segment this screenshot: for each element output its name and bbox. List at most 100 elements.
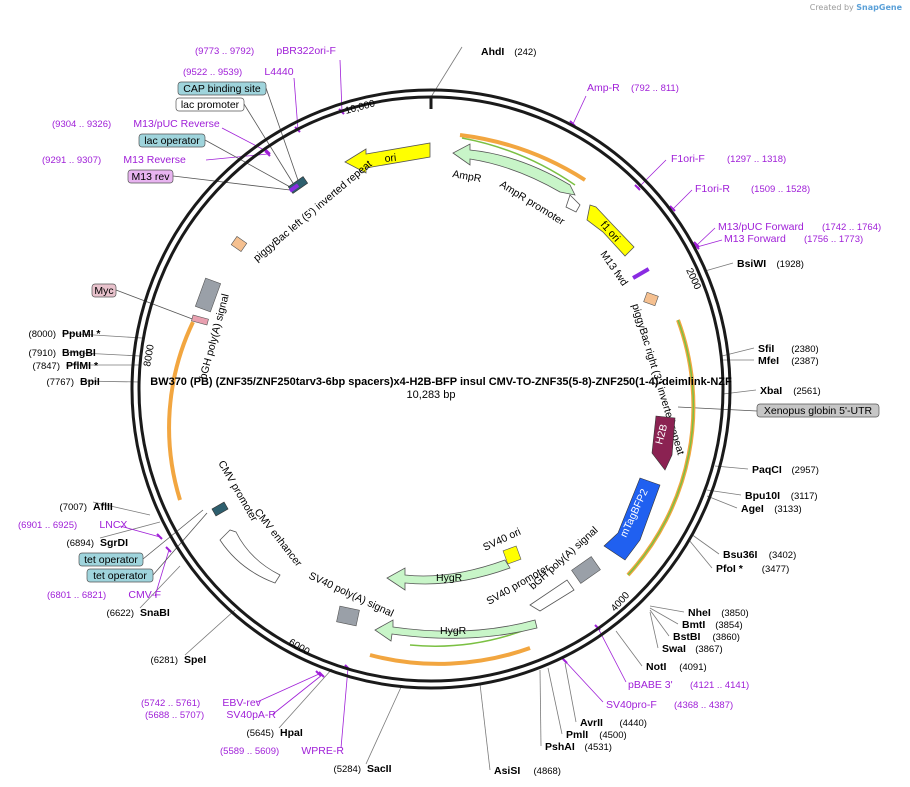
feature-label-tet-operator[interactable]: tet operator — [86, 568, 154, 583]
enzyme-name: PshAI — [545, 741, 575, 753]
enzyme-position: (4500) — [599, 730, 626, 741]
primer-m13-puc-reverse[interactable]: (9304 .. 9326)M13/pUC Reverse — [52, 118, 220, 130]
plasmid-title: BW370 (PB) (ZNF35/ZNF250tarv3-6bp spacer… — [150, 376, 732, 388]
enzyme-site-sfii[interactable]: SfiI(2380) — [758, 343, 819, 355]
enzyme-site-hpai[interactable]: (5645)HpaI — [247, 727, 303, 739]
primer-leader-line — [340, 667, 349, 749]
orf-arc-top — [459, 133, 587, 182]
enzyme-site-spei[interactable]: (6281)SpeI — [151, 654, 207, 666]
feature-label-cap-binding-site[interactable]: CAP binding site — [177, 81, 267, 96]
primer-f1ori-r[interactable]: F1ori-R(1509 .. 1528) — [695, 183, 810, 195]
primer-sv40pa-r[interactable]: (5688 .. 5707)SV40pA-R — [145, 709, 276, 721]
enzyme-leader-line — [706, 495, 738, 509]
enzyme-name: Bsu36I — [723, 549, 758, 561]
feature-label-m13-rev[interactable]: M13 rev — [127, 169, 174, 184]
feature-label-box — [138, 133, 206, 148]
enzyme-name: BmgBI — [62, 347, 96, 359]
enzyme-site-bsu36i[interactable]: Bsu36I(3402) — [723, 549, 796, 561]
feature-leader-line — [115, 289, 196, 321]
feature-label-tet-operator[interactable]: tet operator — [78, 552, 144, 567]
cmv-promoter-box — [211, 501, 229, 517]
enzyme-site-pflmi[interactable]: (7847)PflMI * — [33, 360, 99, 372]
primer-amp-r[interactable]: Amp-R(792 .. 811) — [587, 82, 679, 94]
enzyme-site-sacii[interactable]: (5284)SacII — [334, 763, 392, 775]
primer-site-mark — [318, 671, 325, 678]
enzyme-site-bstbi[interactable]: BstBI (3860) — [673, 631, 740, 643]
ori-label: ori — [384, 152, 397, 165]
enzyme-site-bmgbi[interactable]: (7910)BmgBI — [29, 347, 96, 359]
primer-l4440[interactable]: (9522 .. 9539)L4440 — [183, 66, 294, 78]
enzyme-position: (3860) — [713, 632, 740, 643]
primer-m13-reverse[interactable]: (9291 .. 9307)M13 Reverse — [42, 154, 186, 166]
enzyme-site-agei[interactable]: AgeI(3133) — [741, 503, 802, 515]
feature-label-xenopus-globin-5-utr[interactable]: Xenopus globin 5'-UTR — [756, 403, 880, 418]
ampr-feature-arrow — [452, 143, 576, 196]
enzyme-name: PaqCI — [752, 464, 782, 476]
enzyme-name: PflMI * — [66, 360, 99, 372]
enzyme-site-mfei[interactable]: MfeI(2387) — [758, 355, 819, 367]
enzyme-site-bpu10i[interactable]: Bpu10I(3117) — [745, 490, 818, 502]
primer-name: EBV-rev — [222, 697, 261, 709]
feature-label-myc[interactable]: Myc — [91, 283, 117, 298]
hygr-feature-arrow-2 — [374, 619, 538, 642]
primer-leader-line — [637, 159, 667, 189]
enzyme-name: SgrDI — [100, 537, 128, 549]
primer-cmv-f[interactable]: (6801 .. 6821)CMV-F — [47, 589, 161, 601]
enzyme-name: BstBI — [673, 631, 701, 643]
feature-label-lac-promoter[interactable]: lac promoter — [175, 97, 245, 112]
primer-name: SV40pro-F — [606, 699, 657, 711]
primer-leader-line — [672, 189, 693, 210]
enzyme-site-avrii[interactable]: AvrII(4440) — [580, 717, 647, 729]
primer-sv40pro-f[interactable]: SV40pro-F(4368 .. 4387) — [606, 699, 733, 711]
enzyme-leader-line — [479, 683, 491, 771]
enzyme-site-paqci[interactable]: PaqCI(2957) — [752, 464, 819, 476]
enzyme-name: SfiI — [758, 343, 774, 355]
boxed-labels: CAP binding site lac promoter lac operator… — [78, 81, 880, 583]
primer-wpre-r[interactable]: (5589 .. 5609)WPRE-R — [220, 745, 344, 757]
enzyme-site-sgrdi[interactable]: (6894) SgrDI — [67, 537, 129, 549]
primer-pbr322ori-f[interactable]: (9773 .. 9792)pBR322ori-F — [195, 45, 336, 57]
primer-range: (9304 .. 9326) — [52, 119, 111, 130]
enzyme-site-asisi[interactable]: AsiSI(4868) — [494, 765, 561, 777]
enzyme-site-pmli[interactable]: PmlI(4500) — [566, 729, 627, 741]
enzyme-site-bsiwi[interactable]: BsiWI(1928) — [737, 258, 804, 270]
enzyme-name: SpeI — [184, 654, 206, 666]
enzyme-leader-line — [649, 605, 685, 613]
enzyme-labels: AhdI(242) BsiWI(1928) SfiI(2380)MfeI(2387)… — [29, 46, 821, 777]
feature-label-lac-operator[interactable]: lac operator — [138, 133, 206, 148]
primer-m13-forward[interactable]: M13 Forward(1756 .. 1773) — [724, 233, 863, 245]
primer-ebv-rev[interactable]: (5742 .. 5761)EBV-rev — [141, 697, 262, 709]
primer-lncx[interactable]: (6901 .. 6925)LNCX — [18, 519, 127, 531]
enzyme-site-ahdi[interactable]: AhdI(242) — [481, 46, 536, 58]
primer-leader-line — [696, 239, 723, 248]
orf-arc-bottom — [369, 646, 531, 666]
enzyme-position: (4868) — [534, 766, 561, 777]
h2b-label: H2B — [653, 423, 670, 446]
bgh-polya-box-left — [194, 277, 222, 313]
enzyme-site-aflii[interactable]: (7007)AflII — [60, 501, 113, 513]
credit-brand: SnapGene — [856, 3, 902, 12]
enzyme-site-nhei[interactable]: NheI(3850) — [688, 607, 749, 619]
enzyme-name: AgeI — [741, 503, 764, 515]
enzyme-site-swai[interactable]: SwaI(3867) — [662, 643, 723, 655]
enzyme-site-bmti[interactable]: BmtI(3854) — [682, 619, 743, 631]
primer-name: F1ori-F — [671, 153, 705, 165]
enzyme-leader-line — [184, 609, 236, 656]
enzyme-site-snabi[interactable]: (6622)SnaBI — [107, 607, 170, 619]
enzyme-site-noti[interactable]: NotI(4091) — [646, 661, 707, 673]
enzyme-site-pshai[interactable]: PshAI(4531) — [545, 741, 612, 753]
primer-f1ori-f[interactable]: F1ori-F(1297 .. 1318) — [671, 153, 786, 165]
primer-leader-line — [597, 627, 627, 683]
primer-pbabe-3[interactable]: pBABE 3'(4121 .. 4141) — [628, 679, 749, 691]
enzyme-site-pfoi[interactable]: PfoI *(3477) — [716, 563, 789, 575]
enzyme-leader-line — [547, 667, 563, 735]
feature-label-text: CAP binding site — [183, 83, 261, 95]
enzyme-site-bpii[interactable]: (7767)BpiI — [47, 376, 100, 388]
enzyme-site-ppumi[interactable]: (8000)PpuMI * — [29, 328, 102, 340]
enzyme-leader-line — [79, 380, 141, 383]
enzyme-position: (1928) — [777, 259, 804, 270]
enzyme-position: (5284) — [334, 764, 361, 775]
enzyme-site-xbai[interactable]: XbaI(2561) — [760, 385, 821, 397]
enzyme-position: (6894) — [67, 538, 94, 549]
primer-m13-puc-forward[interactable]: M13/pUC Forward(1742 .. 1764) — [718, 221, 881, 233]
